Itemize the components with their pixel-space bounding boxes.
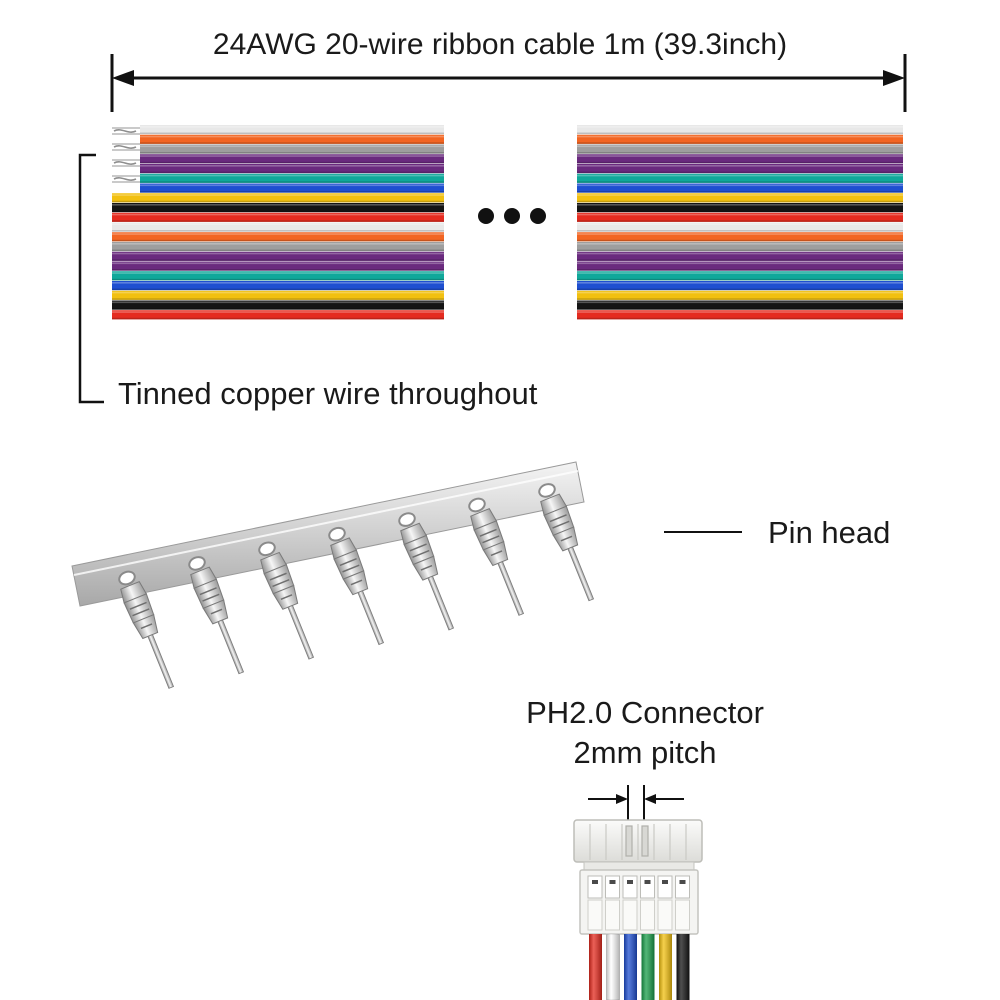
ribbon-wire [112,271,444,281]
ribbon-wire [112,232,444,242]
connector-label-line1: PH2.0 Connector [526,695,764,730]
ribbon-cable-left-section [112,125,444,320]
ribbon-wire [140,144,444,154]
ribbon-cable-right-section [577,125,903,320]
ribbon-wire [577,125,903,135]
crimp-pin [468,497,525,616]
ribbon-wire [577,203,903,213]
ribbon-wire [140,164,444,174]
ribbon-wire [577,310,903,320]
ribbon-wire [577,183,903,193]
ribbon-wire [577,271,903,281]
crimp-pin [538,483,595,602]
crimp-pin [188,556,245,675]
connector-cell [640,875,655,899]
ribbon-wire [577,164,903,174]
ribbon-wire [577,232,903,242]
ribbon-wire [140,173,444,183]
ribbon-wire [577,144,903,154]
ribbon-wire [577,134,903,144]
crimp-pin [118,570,175,689]
dimension-arrow [110,54,907,112]
ribbon-wire [112,242,444,252]
connector-label: PH2.0 Connector 2mm pitch [455,693,835,773]
ribbon-wire [140,134,444,144]
connector-cell [675,875,690,899]
ribbon-wire [577,212,903,222]
ribbon-wire [112,261,444,271]
crimp-pin-strip [71,461,595,689]
ribbon-wire [112,290,444,300]
tinned-wire-ends [112,127,140,183]
ribbon-wire [112,310,444,320]
ellipsis-dots [478,208,546,224]
ribbon-wire [577,300,903,310]
connector-cell [587,875,603,899]
ribbon-wire [140,183,444,193]
pitch-dimension [588,785,684,822]
crimp-pin [398,512,455,631]
ribbon-wire [112,251,444,261]
ribbon-wire [577,193,903,203]
ribbon-wire [577,261,903,271]
ribbon-wire [112,203,444,213]
ribbon-wire [577,173,903,183]
pin-head-label: Pin head [768,515,891,550]
ribbon-wire [140,125,444,135]
ribbon-wire [112,193,444,203]
ribbon-wire [112,212,444,222]
cable-dimension-label: 24AWG 20-wire ribbon cable 1m (39.3inch) [212,28,788,61]
ribbon-wire [577,222,903,232]
connector-cell [622,875,638,899]
ribbon-wire [577,242,903,252]
ribbon-wire [140,154,444,164]
ribbon-wire [577,281,903,291]
connector-label-line2: 2mm pitch [573,735,717,770]
ribbon-wire [112,281,444,291]
ribbon-wire [112,300,444,310]
ribbon-wire [577,290,903,300]
crimp-pin [328,526,385,646]
ribbon-wire [577,154,903,164]
connector-cell [605,875,620,899]
ribbon-wire [577,251,903,261]
tinned-wire-label: Tinned copper wire throughout [118,376,538,411]
bracket-line [78,153,104,404]
crimp-pin [258,541,315,660]
connector-cell [657,875,673,899]
ph2-connector [573,785,703,1000]
ribbon-wire [112,222,444,232]
